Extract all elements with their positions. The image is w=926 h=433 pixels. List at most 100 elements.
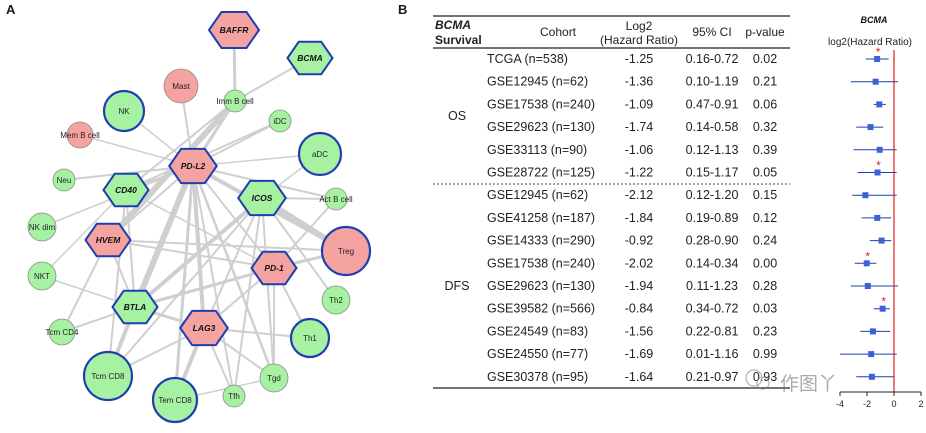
- node-icos: ICOS: [237, 179, 287, 217]
- node-label: BTLA: [124, 302, 147, 312]
- watermark-logo-icon: [745, 369, 763, 387]
- network-edge: [261, 197, 275, 379]
- header-pvalue: p-value: [745, 25, 785, 39]
- node-temcd8: Tem CD8: [151, 376, 199, 424]
- forest-tick-label: 2: [918, 399, 923, 409]
- node-idc: iDC: [268, 109, 292, 133]
- node-label: HVEM: [96, 235, 121, 245]
- node-label: Tem CD8: [158, 396, 192, 405]
- node-label: ICOS: [252, 193, 273, 203]
- network-edge: [107, 197, 263, 377]
- cell-ci: 0.14-0.58: [686, 120, 739, 134]
- cell-ci: 0.16-0.72: [686, 52, 739, 66]
- network-edge: [134, 266, 275, 309]
- cell-ci: 0.21-0.97: [686, 370, 739, 384]
- significance-star: *: [876, 159, 881, 173]
- node-label: NKT: [34, 272, 50, 281]
- cell-ci: 0.12-1.13: [686, 143, 739, 157]
- estimate-point: [876, 146, 883, 153]
- node-label: aDC: [312, 150, 328, 159]
- cell-p: 0.99: [753, 347, 777, 361]
- watermark: 作图丫: [745, 369, 837, 395]
- node-label: Imm B cell: [216, 97, 254, 106]
- cell-cohort: GSE29623 (n=130): [487, 279, 595, 293]
- cell-ci: 0.12-1.20: [686, 188, 739, 202]
- node-immb: Imm B cell: [216, 89, 254, 113]
- estimate-point: [879, 305, 886, 312]
- node-label: Treg: [338, 247, 354, 256]
- forest-subtitle: log2(Hazard Ratio): [828, 37, 912, 48]
- network-edge: [233, 197, 263, 397]
- cell-log2hr: -1.56: [625, 324, 654, 338]
- forest-row: *: [854, 249, 877, 267]
- estimate-point: [863, 260, 870, 267]
- header-hazard-ratio: (Hazard Ratio): [600, 33, 678, 47]
- cell-cohort: GSE17538 (n=240): [487, 97, 595, 111]
- cell-log2hr: -1.09: [625, 97, 654, 111]
- significance-star: *: [876, 45, 881, 59]
- forest-row: [856, 373, 894, 380]
- forest-row: [873, 101, 886, 108]
- node-neu: Neu: [52, 168, 76, 192]
- network-edge: [125, 100, 236, 191]
- node-mast: Mast: [163, 68, 199, 104]
- forest-row: [852, 192, 897, 199]
- cell-ci: 0.19-0.89: [686, 211, 739, 225]
- node-bcma: BCMA: [286, 40, 334, 76]
- cell-p: 0.15: [753, 188, 777, 202]
- network-edge: [173, 165, 195, 401]
- cell-log2hr: -1.64: [625, 370, 654, 384]
- node-label: Mem B cell: [60, 131, 100, 140]
- cell-cohort: TCGA (n=538): [487, 52, 568, 66]
- estimate-point: [872, 78, 879, 85]
- cell-cohort: GSE29623 (n=130): [487, 120, 595, 134]
- panel-letter-a: A: [6, 2, 16, 17]
- node-label: Mast: [172, 82, 190, 91]
- cell-p: 0.39: [753, 143, 777, 157]
- cell-log2hr: -1.69: [625, 347, 654, 361]
- cell-p: 0.23: [753, 324, 777, 338]
- cell-log2hr: -1.94: [625, 279, 654, 293]
- node-label: Neu: [57, 176, 72, 185]
- cell-log2hr: -1.84: [625, 211, 654, 225]
- node-label: NK dim: [29, 223, 56, 232]
- estimate-point: [876, 101, 883, 108]
- cell-log2hr: -0.92: [625, 234, 654, 248]
- forest-row: [860, 328, 890, 335]
- cell-p: 0.12: [753, 211, 777, 225]
- forest-row: [850, 283, 899, 289]
- cell-ci: 0.10-1.19: [686, 75, 739, 89]
- node-pdl2: PD-L2: [168, 147, 218, 185]
- cell-p: 0.02: [753, 52, 777, 66]
- estimate-point: [874, 169, 881, 176]
- network-edge: [107, 239, 275, 269]
- cell-log2hr: -2.02: [625, 256, 654, 270]
- network-edge: [192, 165, 275, 269]
- network-edge: [192, 165, 235, 397]
- node-label: Th2: [329, 296, 343, 305]
- node-label: PD-1: [264, 263, 284, 273]
- panel-letter-b: B: [398, 2, 408, 17]
- significance-star: *: [881, 295, 886, 309]
- forest-row: [869, 237, 892, 244]
- cell-p: 0.06: [753, 97, 777, 111]
- estimate-point: [874, 56, 881, 62]
- cell-cohort: GSE17538 (n=240): [487, 256, 595, 270]
- forest-tick-label: -2: [863, 399, 871, 409]
- cell-log2hr: -0.84: [625, 302, 654, 316]
- estimate-point: [868, 351, 875, 358]
- cell-p: 0.24: [753, 234, 777, 248]
- cell-cohort: GSE39582 (n=566): [487, 302, 595, 316]
- cell-p: 0.28: [753, 279, 777, 293]
- cell-p: 0.32: [753, 120, 777, 134]
- network-edge: [107, 189, 127, 377]
